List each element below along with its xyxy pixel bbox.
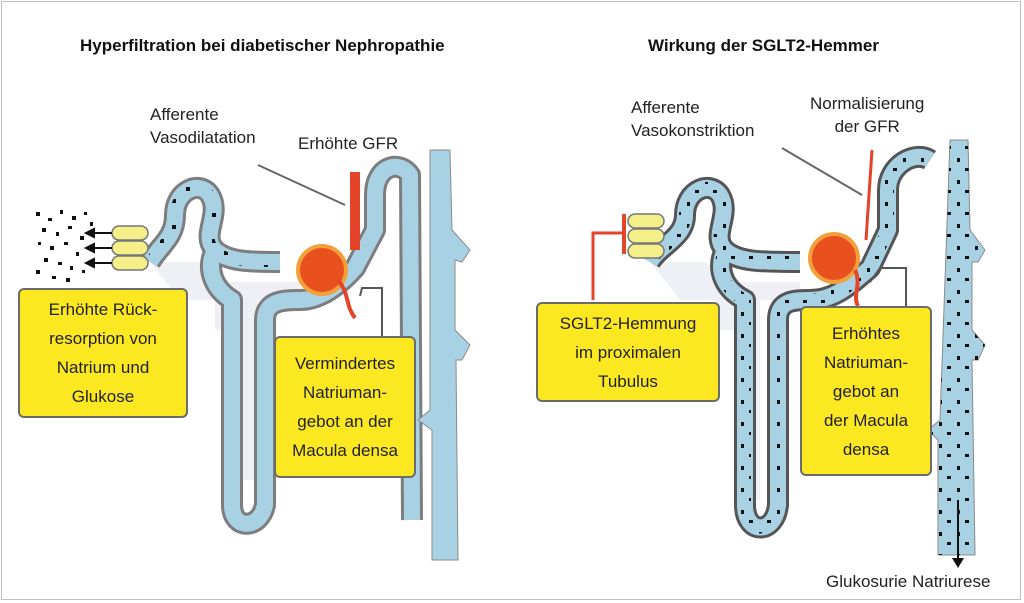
- left-transporters: [111, 225, 149, 271]
- right-afferent-line2: Vasokonstriktion: [631, 121, 755, 140]
- right-title: Wirkung der SGLT2-Hemmer: [648, 36, 879, 55]
- left-afferent-line2: Vasodilatation: [150, 128, 256, 147]
- right-afferent-arteriole: [864, 149, 874, 241]
- right-glomerulus: [808, 232, 860, 284]
- right-efferent-arteriole: [853, 269, 860, 307]
- right-tubule-dots: [644, 150, 934, 534]
- left-reabsorption-line4: Glukose: [71, 387, 135, 406]
- right-macula-line4: der Macula: [823, 410, 909, 430]
- right-sglt2-line1: SGLT2-Hemmung: [559, 313, 697, 333]
- left-reabsorption-line1: Erhöhte Rück-: [48, 300, 158, 319]
- right-gfr-label: Normalisierung der GFR: [810, 92, 924, 138]
- right-transporters: [627, 213, 665, 259]
- left-title: Hyperfiltration bei diabetischer Nephrop…: [80, 36, 445, 55]
- right-nephron: [591, 139, 986, 568]
- left-molecules: [36, 210, 93, 282]
- right-macula-line5: densa: [842, 439, 890, 459]
- left-nephron: [36, 149, 471, 561]
- right-excretion-arrowhead: [952, 558, 964, 568]
- left-macula-line4: Macula densa: [292, 441, 398, 460]
- left-tubule-dots: [145, 183, 281, 267]
- left-macula-pointer: [359, 287, 383, 348]
- right-macula-line3: gebot an: [832, 381, 900, 401]
- left-gfr-label: Erhöhte GFR: [298, 134, 399, 153]
- left-glomerulus: [296, 244, 348, 296]
- right-bottom-label: Glukosurie Natriurese: [826, 572, 991, 591]
- right-macula-pointer: [869, 267, 907, 306]
- left-afferent-label: Afferente Vasodilatation: [150, 103, 256, 149]
- right-gfr-line1: Normalisierung: [810, 94, 925, 113]
- right-macula-box: Erhöhtes Natriuman- gebot an der Macula …: [800, 306, 932, 476]
- left-macula-line2: Natriuman-: [302, 383, 388, 402]
- left-macula-line3: gebot an der: [297, 412, 393, 431]
- left-afferent-line1: Afferente: [150, 105, 219, 124]
- right-afferent-line1: Afferente: [631, 98, 700, 117]
- left-macula-box: Vermindertes Natriuman- gebot an der Mac…: [274, 336, 416, 478]
- left-reabsorption-box: Erhöhte Rück- resorption von Natrium und…: [18, 288, 188, 418]
- right-afferent-pointer: [781, 147, 863, 196]
- right-sglt2-line2: im proximalen: [575, 342, 681, 362]
- right-interstitium: [650, 262, 800, 500]
- left-collecting-duct: [417, 149, 471, 561]
- left-reabsorption-line3: Natrium und: [56, 358, 150, 377]
- right-duct-dots: [928, 140, 985, 555]
- left-afferent-pointer: [257, 164, 346, 206]
- right-sglt2-box: SGLT2-Hemmung im proximalen Tubulus: [536, 302, 720, 402]
- right-macula-line2: Natriuman-: [823, 352, 909, 372]
- left-macula-line1: Vermindertes: [294, 354, 396, 373]
- right-afferent-label: Afferente Vasokonstriktion: [631, 96, 754, 142]
- left-reabsorption-line2: resorption von: [49, 329, 157, 348]
- right-sglt2-line3: Tubulus: [598, 371, 658, 391]
- left-reabsorption-arrows: [83, 227, 112, 269]
- right-inhibition-line: [591, 231, 622, 300]
- left-efferent-arteriole: [336, 278, 357, 320]
- right-gfr-line2: der GFR: [834, 117, 900, 136]
- right-macula-line1: Erhöhtes: [831, 323, 901, 343]
- left-afferent-arteriole: [350, 172, 360, 250]
